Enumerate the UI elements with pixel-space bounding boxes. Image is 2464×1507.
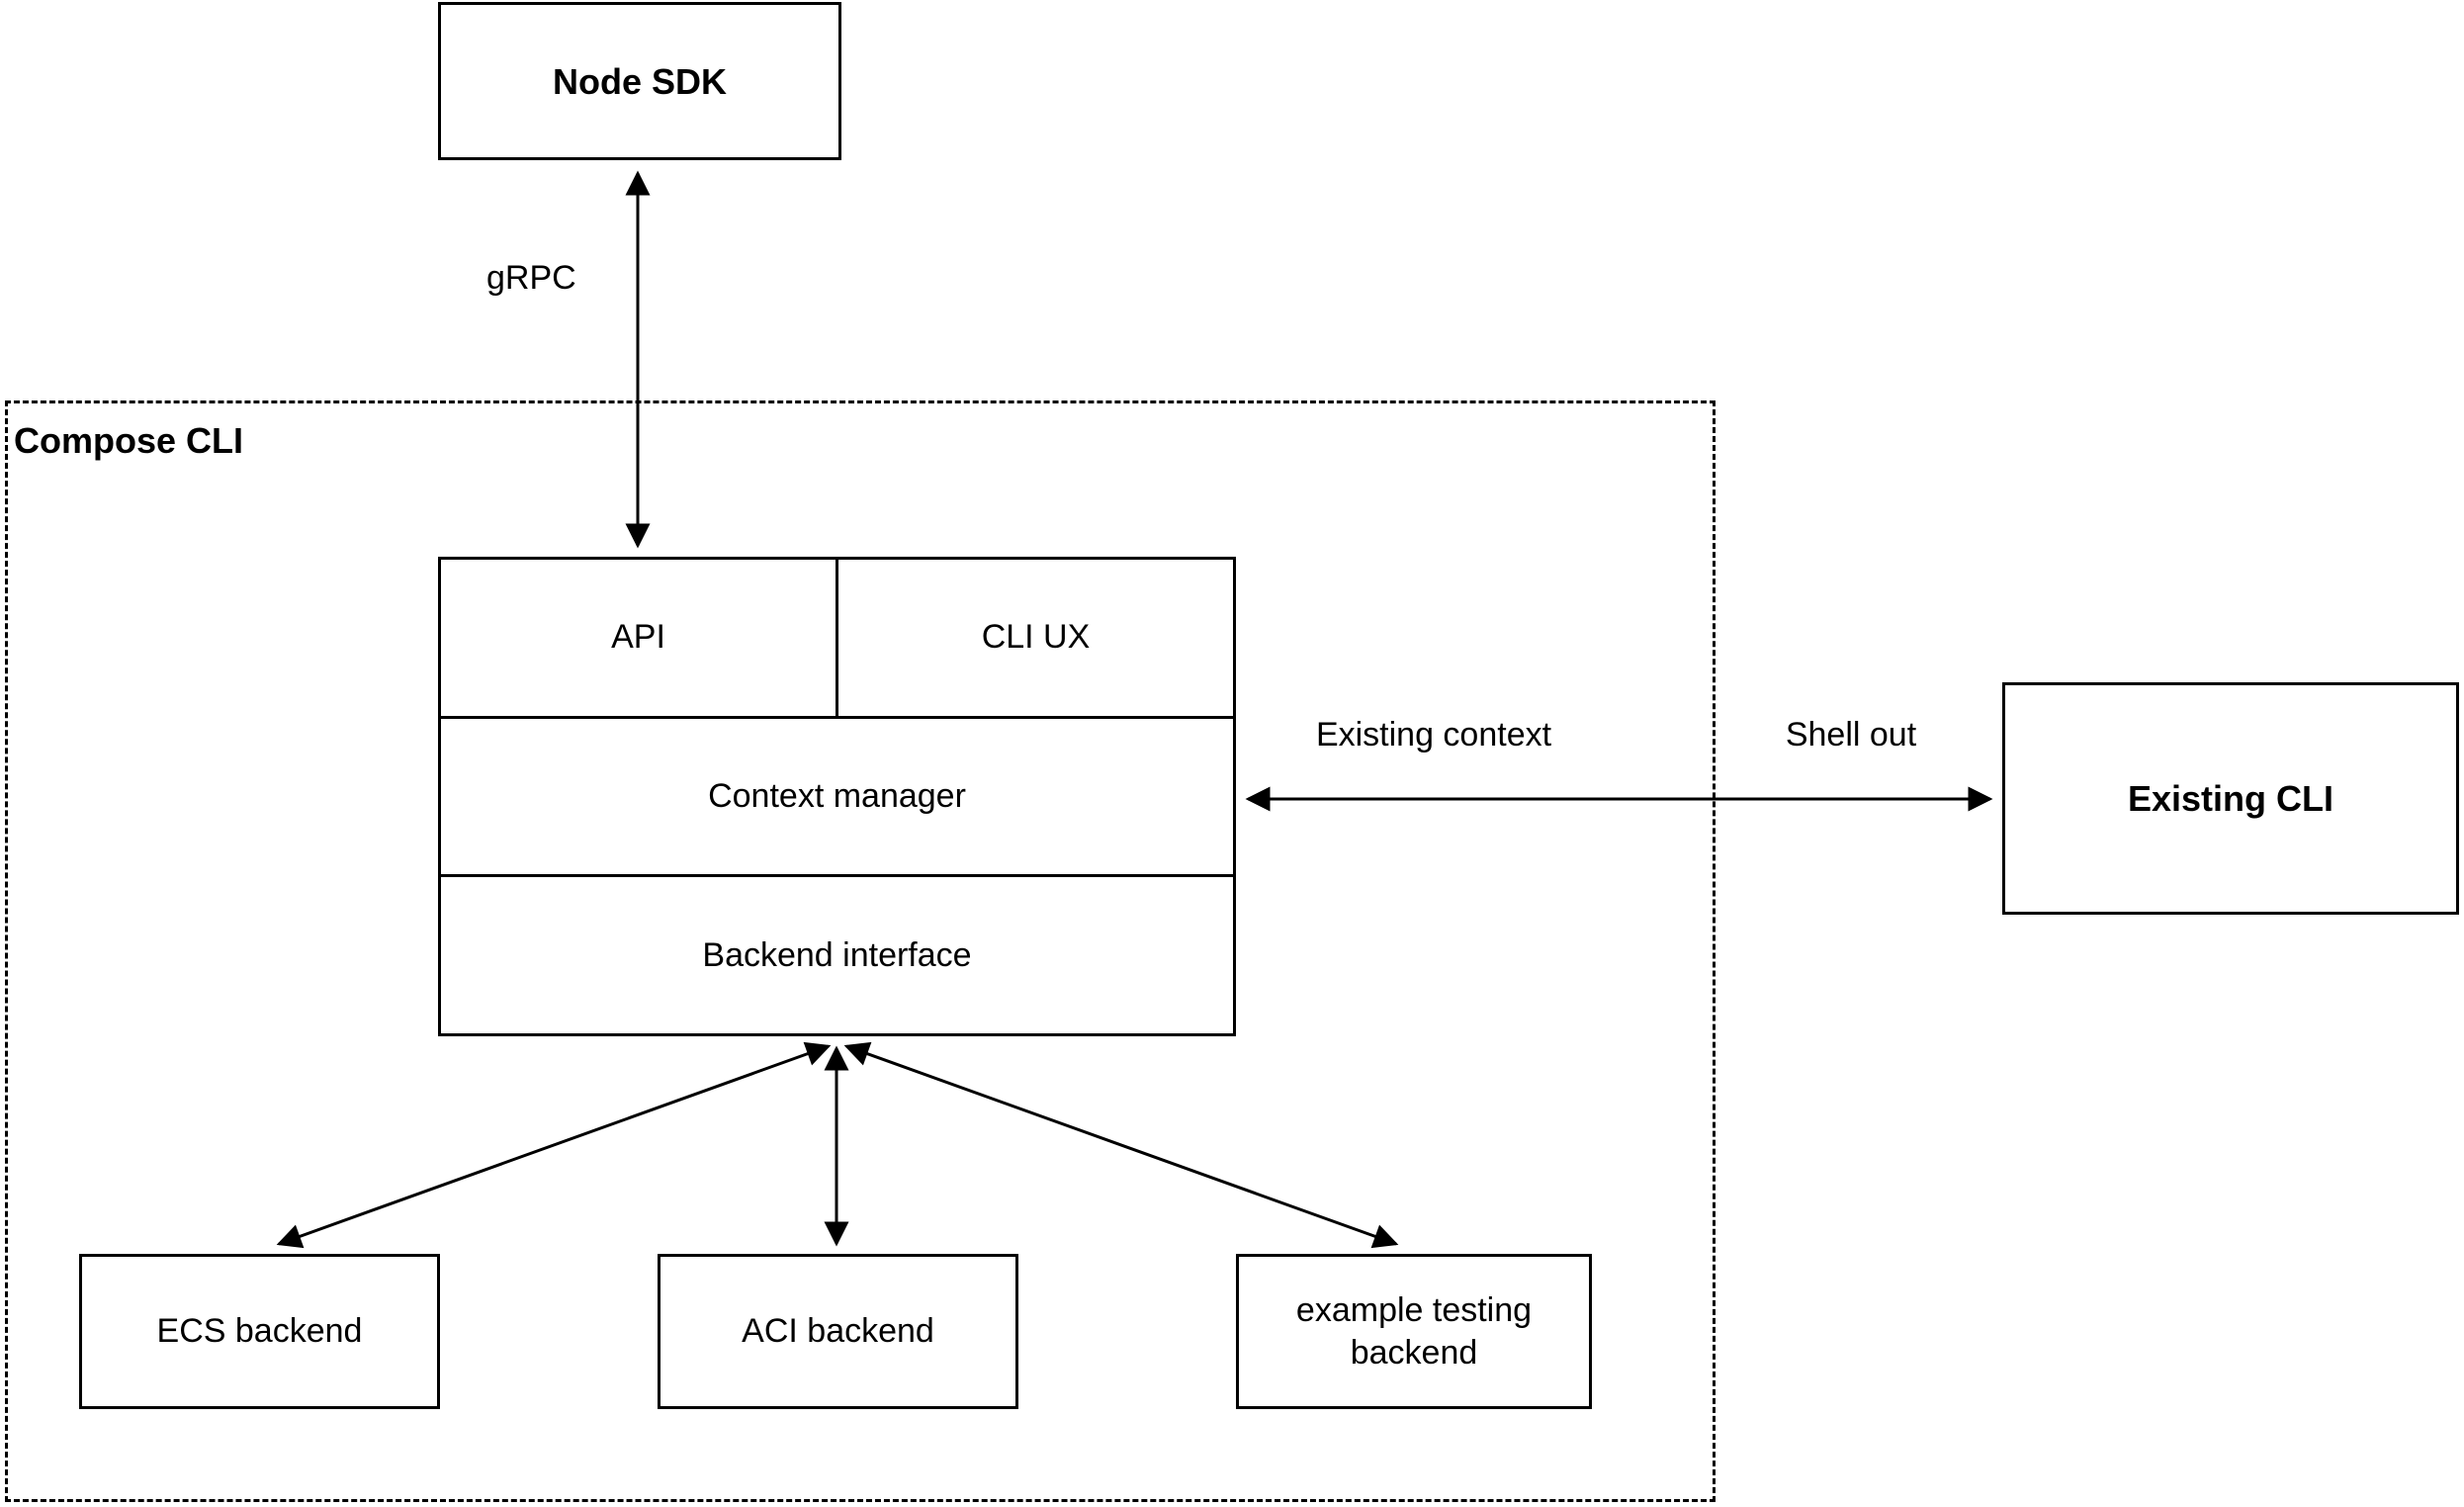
api-box: API <box>441 560 836 716</box>
node-sdk-label: Node SDK <box>552 60 727 102</box>
node-sdk-box: Node SDK <box>438 2 841 160</box>
compose-cli-group-label: Compose CLI <box>14 420 244 461</box>
example-testing-backend-box: example testing backend <box>1236 1254 1592 1409</box>
cli-ux-label: CLI UX <box>981 618 1091 657</box>
context-manager-label: Context manager <box>708 777 966 815</box>
backend-interface-row: Backend interface <box>441 874 1233 1033</box>
example-testing-backend-label: example testing backend <box>1295 1291 1533 1372</box>
aci-backend-box: ACI backend <box>658 1254 1018 1409</box>
cli-ux-box: CLI UX <box>836 560 1233 716</box>
edge-label-existing-context: Existing context <box>1311 716 1556 754</box>
context-manager-box: Context manager <box>441 719 1233 875</box>
edge-label-shell-out: Shell out <box>1781 716 1921 754</box>
backend-interface-box: Backend interface <box>441 877 1233 1033</box>
api-label: API <box>611 618 665 657</box>
top-row: API CLI UX <box>441 560 1233 716</box>
context-manager-row: Context manager <box>441 715 1233 875</box>
ecs-backend-label: ECS backend <box>156 1312 363 1351</box>
edge-label-grpc: gRPC <box>483 259 580 298</box>
compose-cli-group <box>5 400 1716 1502</box>
aci-backend-label: ACI backend <box>742 1312 934 1351</box>
backend-interface-label: Backend interface <box>702 935 972 974</box>
existing-cli-label: Existing CLI <box>2127 778 2334 819</box>
existing-cli-box: Existing CLI <box>2002 682 2459 915</box>
ecs-backend-box: ECS backend <box>79 1254 440 1409</box>
compose-core-stack: API CLI UX Context manager Backend inter… <box>438 557 1236 1036</box>
